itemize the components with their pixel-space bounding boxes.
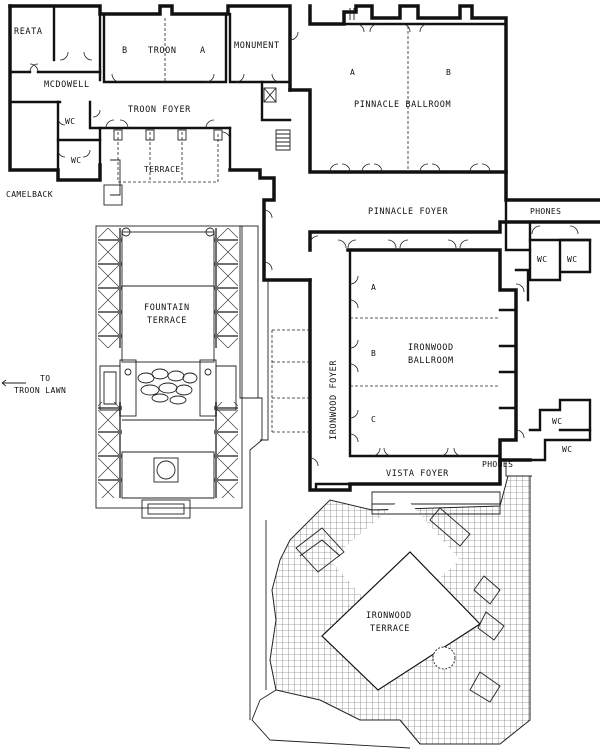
label-troon: TROON	[148, 46, 177, 56]
label-vista-foyer: VISTA FOYER	[386, 469, 449, 479]
label-pinnacle-a: A	[350, 68, 355, 77]
label-troon-lawn: TROON LAWN	[14, 386, 66, 395]
label-ironwood-foyer: IRONWOOD FOYER	[329, 360, 339, 440]
label-wc-2: WC	[71, 156, 81, 165]
room-labels: REATA MCDOWELL B TROON A MONUMENT TROON …	[6, 27, 577, 634]
label-troon-a: A	[200, 46, 206, 56]
label-ironwood-ballroom: BALLROOM	[408, 356, 454, 366]
label-phones-1: PHONES	[530, 207, 561, 216]
west-wing	[8, 4, 299, 206]
label-mcdowell: MCDOWELL	[44, 80, 90, 90]
label-ironwood-c: C	[371, 415, 376, 424]
label-fountain-terrace: TERRACE	[147, 316, 187, 326]
label-troon-b: B	[122, 46, 128, 56]
label-to: TO	[40, 374, 50, 383]
label-camelback: CAMELBACK	[6, 190, 53, 199]
pinnacle-ballroom	[275, 4, 600, 202]
label-monument: MONUMENT	[234, 41, 280, 51]
label-fountain: FOUNTAIN	[144, 303, 190, 313]
label-troon-foyer: TROON FOYER	[128, 105, 191, 115]
label-ironwood-terrace-1: IRONWOOD	[366, 611, 412, 621]
pinnacle-foyer	[228, 168, 600, 282]
label-terrace: TERRACE	[144, 165, 181, 174]
label-ironwood-a: A	[371, 283, 376, 292]
label-ironwood-terrace-2: TERRACE	[370, 624, 410, 634]
fountain-terrace	[1, 225, 263, 720]
ironwood-ballroom	[260, 248, 592, 492]
ironwood-terrace	[251, 475, 531, 749]
label-pinnacle-b: B	[446, 68, 451, 77]
label-wc-6: WC	[562, 445, 572, 454]
label-reata: REATA	[14, 27, 43, 37]
label-phones-2: PHONES	[482, 460, 513, 469]
fountain-rocks	[137, 368, 198, 405]
label-pinnacle-foyer: PINNACLE FOYER	[368, 207, 448, 217]
label-wc-5: WC	[552, 417, 562, 426]
label-ironwood: IRONWOOD	[408, 343, 454, 353]
label-wc-1: WC	[65, 117, 75, 126]
label-ironwood-b: B	[371, 349, 376, 358]
label-wc-3: WC	[537, 255, 547, 264]
label-wc-4: WC	[567, 255, 577, 264]
label-pinnacle-ballroom: PINNACLE BALLROOM	[354, 100, 451, 110]
